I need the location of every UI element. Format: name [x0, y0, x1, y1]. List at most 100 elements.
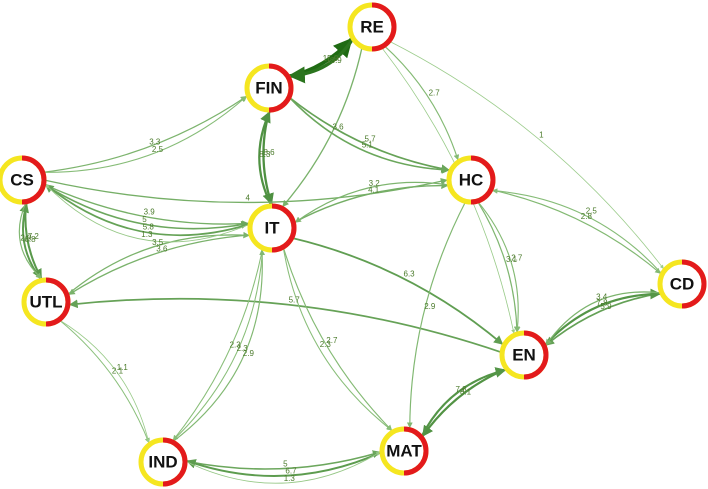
node-label: MAT	[386, 442, 422, 461]
edge-weight-label-IT-HC: 4.1	[368, 185, 380, 194]
node-cd[interactable]: CD	[657, 259, 707, 309]
edge-weight-label-CS-HC: 4	[246, 193, 251, 202]
node-label: CD	[670, 275, 695, 294]
node-hc[interactable]: HC	[446, 155, 496, 205]
edge-IND-MAT	[184, 450, 381, 470]
edge-IT-FIN	[258, 110, 273, 208]
edge-FIN-HC	[288, 96, 450, 174]
edge-weight-label-IT-CS: 5.8	[143, 223, 155, 232]
edge-IT-IND	[172, 247, 264, 441]
edge-IT-CS	[45, 184, 251, 243]
edge-IT-UTL	[68, 234, 252, 296]
edge-MAT-EN	[420, 367, 507, 439]
edge-CD-EN	[545, 292, 663, 347]
node-ring-red	[371, 2, 397, 52]
edge-weight-label-RE-IT: 3.6	[333, 123, 345, 132]
edge-weight-label-IT-MAT: 2.7	[326, 336, 338, 345]
node-ring-red	[523, 330, 549, 380]
node-en[interactable]: EN	[499, 330, 549, 380]
edge-HC-MAT	[406, 200, 467, 429]
edge-weight-label-CS-IT: 5	[142, 215, 147, 224]
edge-weight-label-CS-FIN: 2.5	[152, 145, 164, 154]
edge-weight-label-MAT-EN: 7.8	[456, 385, 468, 394]
edge-FIN-HC	[288, 96, 451, 173]
node-label: UTL	[29, 293, 62, 312]
edge-IT-MAT	[282, 246, 393, 431]
node-ring-red	[268, 63, 294, 113]
edge-CD-EN	[545, 291, 663, 346]
edge-weight-label-IND-IT: 2.9	[243, 349, 255, 358]
edge-UTL-IND	[58, 319, 150, 444]
edge-CS-UTL	[18, 200, 42, 280]
edge-weight-label-HC-CD: 2.8	[581, 212, 593, 221]
node-ring-red	[162, 437, 188, 487]
edge-weight-label-IT-FIN: 8.3	[259, 150, 271, 159]
edge-RE-FIN	[287, 36, 355, 84]
edge-weight-label-FIN-IT: 8.6	[264, 148, 276, 157]
edge-weight-label-HC-IT: 3.2	[369, 179, 381, 188]
node-re[interactable]: RE	[347, 2, 397, 52]
node-fin[interactable]: FIN	[244, 63, 294, 113]
edge-CS-IT	[42, 183, 250, 228]
edge-weight-label-FIN-HC: 5.7	[365, 135, 377, 144]
edge-IND-MAT	[184, 451, 381, 484]
node-ring-red	[681, 259, 707, 309]
edge-weight-label-EN-UTL: 5.7	[289, 296, 301, 305]
edge-CS-IT	[42, 183, 250, 230]
edge-weight-label-FIN-RE: 15.9	[323, 54, 339, 63]
edge-IND-IT	[171, 249, 266, 443]
node-utl[interactable]: UTL	[21, 277, 71, 327]
edge-weight-label-IND-MAT: 1.3	[284, 474, 296, 483]
edge-weight-label-EN-MAT: 8.1	[460, 387, 472, 396]
node-label: RE	[360, 18, 384, 37]
node-label: CS	[10, 171, 34, 190]
node-cs[interactable]: CS	[0, 155, 47, 205]
node-ring-red	[45, 277, 71, 327]
node-ring-red	[271, 203, 297, 253]
edge-IT-MAT	[282, 246, 393, 431]
node-label: FIN	[255, 79, 282, 98]
edge-weight-label-UTL-IT: 3.5	[152, 238, 164, 247]
edge-UTL-IT	[66, 231, 250, 296]
edge-weight-label-RE-CD: 1	[539, 130, 544, 139]
edge-label-layer: 15.913.92.73.65.78.68.33.33.9455.87.26.8…	[20, 54, 612, 483]
edge-weight-label-HC-EN: 2.7	[511, 253, 523, 262]
edge-HC-EN	[476, 200, 520, 333]
edge-layer	[18, 36, 664, 484]
edge-weight-label-CS-FIN: 3.3	[149, 138, 161, 147]
edge-weight-label-IT-EN: 6.3	[404, 269, 416, 278]
edge-IT-HC	[292, 181, 449, 224]
edge-UTL-IND	[58, 319, 150, 444]
edge-weight-label-IND-MAT: 5	[283, 460, 288, 469]
edge-weight-label-MAT-IND: 6.7	[285, 467, 297, 476]
edge-CS-HC	[43, 177, 448, 204]
node-label: IND	[148, 453, 177, 472]
edge-weight-label-IT-IND: 2.3	[237, 344, 249, 353]
node-mat[interactable]: MAT	[379, 426, 429, 476]
edge-IT-IND	[172, 247, 264, 441]
edge-weight-label-EN-CD: 7.8	[596, 298, 608, 307]
edge-MAT-IND	[186, 451, 383, 477]
edge-CD-HC	[491, 188, 663, 275]
edge-RE-HC	[383, 44, 460, 161]
edge-CS-FIN	[41, 95, 248, 173]
edge-weight-label-HC-EN: 3.1	[506, 255, 518, 264]
edge-weight-label-UTL-IND: 1.1	[117, 363, 129, 372]
edge-RE-CD	[388, 40, 664, 270]
node-ring-red	[470, 155, 496, 205]
edge-RE-IT	[282, 46, 363, 208]
edge-weight-label-HC-MAT: 2.9	[424, 302, 436, 311]
edge-EN-UTL	[68, 297, 504, 354]
edge-weight-label-UTL-CS: 6.8	[24, 235, 36, 244]
edge-CS-FIN	[42, 95, 248, 173]
node-it[interactable]: IT	[247, 203, 297, 253]
edge-EN-CD	[542, 288, 662, 348]
edge-weight-label-CD-EN: 3.4	[596, 293, 608, 302]
edge-FIN-RE	[286, 37, 354, 79]
node-ind[interactable]: IND	[138, 437, 188, 487]
edge-weight-label-IT-UTL: 3.6	[156, 244, 168, 253]
edge-weight-label-IT-CS: 1.3	[141, 230, 153, 239]
edge-weight-label-CS-UTL: 7.2	[28, 232, 40, 241]
edge-IT-EN	[290, 236, 504, 346]
